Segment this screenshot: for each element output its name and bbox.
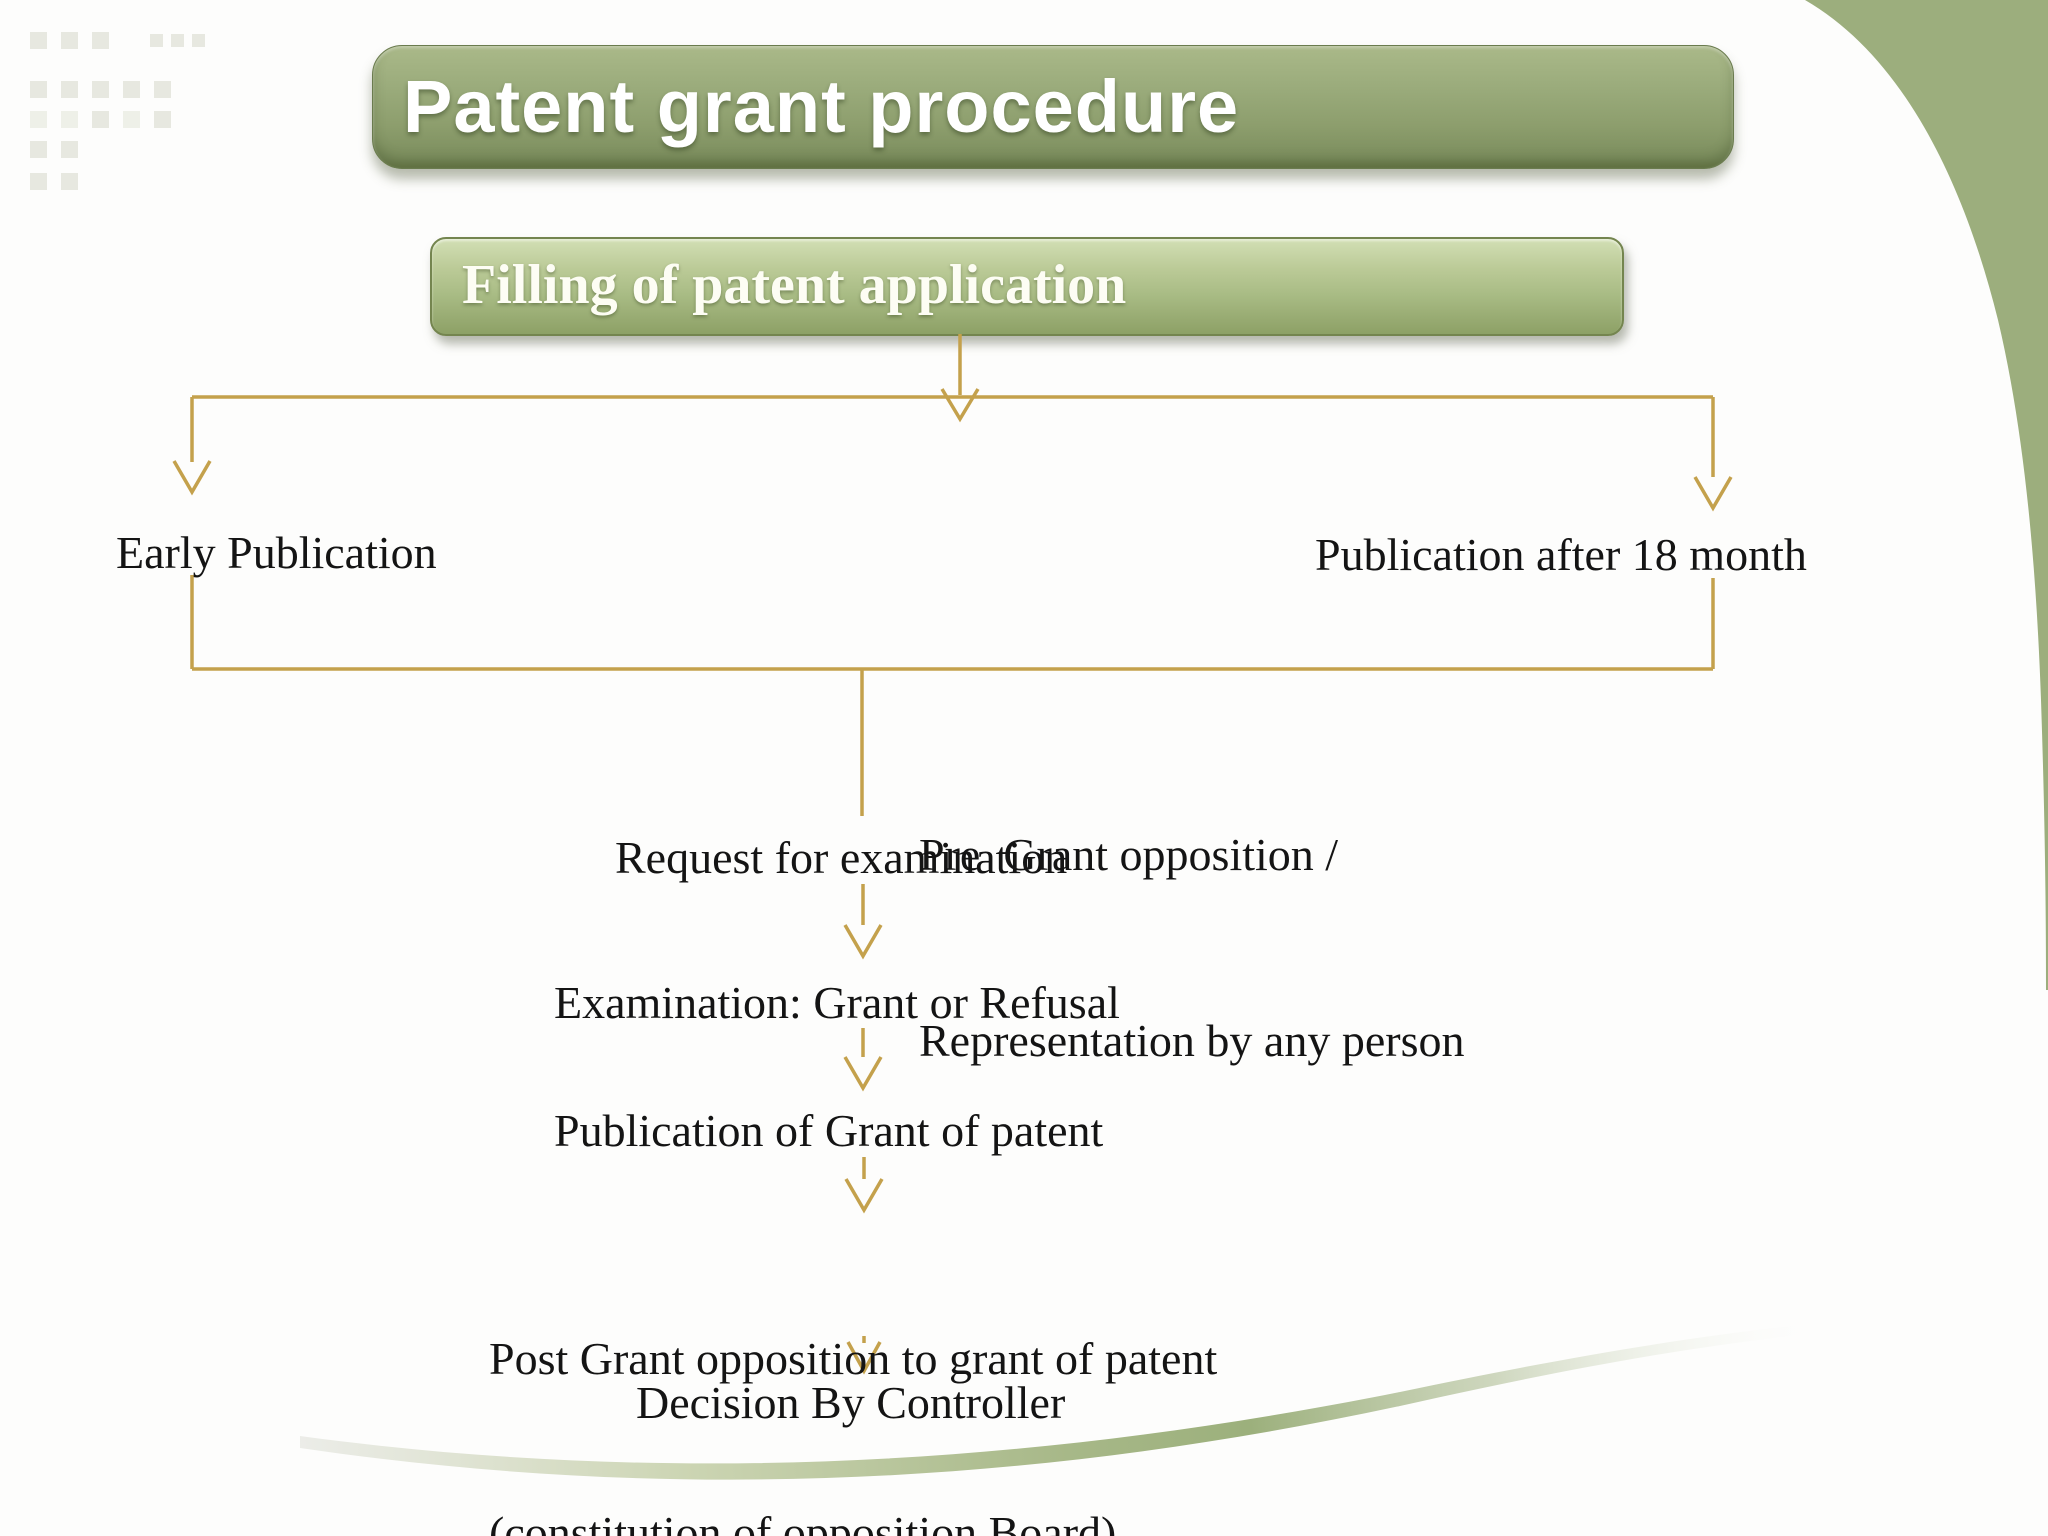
decorative-square	[150, 34, 163, 47]
decorative-square	[171, 34, 184, 47]
corner-accent	[1805, 0, 2048, 990]
decorative-square	[30, 81, 47, 98]
arrowhead-publication	[844, 1178, 884, 1214]
decorative-square	[154, 81, 171, 98]
flow-label-examination: Examination: Grant or Refusal	[554, 977, 1120, 1028]
decorative-square	[61, 173, 78, 190]
flow-label-decision: Decision By Controller	[636, 1377, 1066, 1428]
bottom-swoosh-shape	[300, 1322, 1832, 1480]
decorative-square	[30, 173, 47, 190]
flow-label-pre-grant-line1: Pre Grant opposition /	[919, 829, 1339, 880]
flow-label-request-examination: Request for examination	[615, 832, 1068, 883]
flow-label-early-publication: Early Publication	[116, 527, 437, 578]
decorative-square	[30, 141, 47, 158]
decorative-square	[92, 32, 109, 49]
decorative-square	[154, 111, 171, 128]
decorative-square	[61, 81, 78, 98]
decorative-square	[30, 111, 47, 128]
arrowhead-left	[172, 460, 212, 496]
slide-title: Patent grant procedure	[403, 65, 1240, 148]
flow-label-publication-18-month: Publication after 18 month	[1315, 529, 1807, 580]
decorative-square	[192, 34, 205, 47]
decorative-square	[92, 111, 109, 128]
flow-start-box: Filling of patent application	[430, 237, 1624, 336]
decorative-square	[61, 111, 78, 128]
slide-title-banner: Patent grant procedure	[372, 45, 1734, 169]
decorative-square	[61, 141, 78, 158]
flow-label-grant-publication: Publication of Grant of patent	[554, 1105, 1104, 1156]
decorative-square	[123, 81, 140, 98]
arrowhead-examination	[843, 1056, 883, 1092]
flow-start-label: Filling of patent application	[462, 254, 1127, 316]
arrowhead-postgrant	[846, 1341, 882, 1375]
flow-label-pre-grant-line2: Representation by any person	[919, 1015, 1465, 1066]
corner-accent-shape	[1805, 0, 2048, 990]
flow-label-post-grant-line2: (constitution of opposition Board)	[489, 1507, 1117, 1536]
arrowhead-right	[1693, 476, 1733, 512]
flow-label-pre-grant: Pre Grant opposition / Representation by…	[919, 700, 1464, 1196]
decorative-square	[123, 111, 140, 128]
arrowhead-center-split	[940, 388, 980, 423]
decorative-square	[61, 32, 78, 49]
flow-label-post-grant: Post Grant opposition to grant of patent…	[489, 1214, 1217, 1536]
flow-label-post-grant-line1: Post Grant opposition to grant of patent	[489, 1333, 1218, 1384]
decorative-square	[92, 81, 109, 98]
arrowhead-request	[843, 924, 883, 960]
decorative-square	[30, 32, 47, 49]
